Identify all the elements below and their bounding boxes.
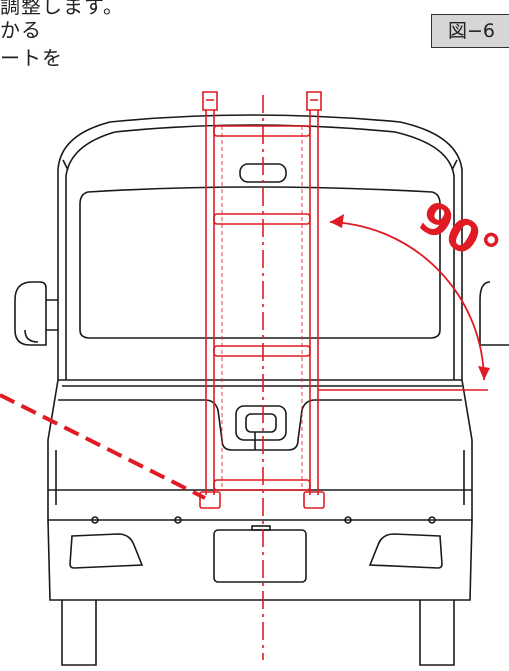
left-mirror [14,281,47,346]
angle-arrowhead-bottom [478,366,490,380]
angle-arrowhead-top [330,214,344,228]
license-area-upper-edge [58,399,462,451]
roof-drip-rails [62,159,458,171]
ladder-left-rail [205,110,215,495]
license-plate-recess [213,529,307,583]
ladder-inner-guides [221,126,303,490]
left-reflector [69,533,144,569]
right-reflector [368,533,443,569]
bumper-bolt-right [428,516,436,524]
ladder-right-rail [309,110,319,495]
ladder-right-bottom-bracket [303,491,325,509]
van-lower-body [47,379,473,521]
bumper-bolt-center-left [174,516,182,524]
ladder-rung-2 [213,213,311,225]
bumper-bolt-center-right [344,516,352,524]
door-handle-outer [235,405,287,441]
ladder-left-hook [202,91,218,111]
van-roof-outline [57,114,463,380]
left-mirror-arm [46,299,58,331]
left-tire [61,600,97,666]
ladder-rung-3 [213,345,311,357]
ladder-rung-1 [213,125,311,137]
instruction-text-line-1: 調整します。 [0,0,124,18]
door-handle-inner [245,413,277,433]
ladder-left-bottom-bracket [199,491,221,509]
back-door-side-lines [55,450,465,505]
rear-ladder [199,91,325,509]
figure-number-label: 図−6 [431,14,509,48]
bumper-body [47,519,473,601]
right-mirror [479,281,509,346]
van-body [14,114,509,666]
angle-arc [329,221,485,381]
rear-window [79,186,441,339]
right-tire [419,600,455,666]
instruction-text-line-2: かる [0,18,42,42]
left-mirror-inner [24,329,39,343]
ladder-right-hook [306,91,322,111]
diagonal-guide-line [0,393,206,500]
instruction-text-line-3: ートを [0,46,63,70]
angle-label: 90° [410,191,508,277]
bumper-bolt-left [91,516,99,524]
license-lamp [251,525,271,531]
ladder-rung-4 [213,479,311,491]
van-roof-inner-outline [65,124,455,380]
